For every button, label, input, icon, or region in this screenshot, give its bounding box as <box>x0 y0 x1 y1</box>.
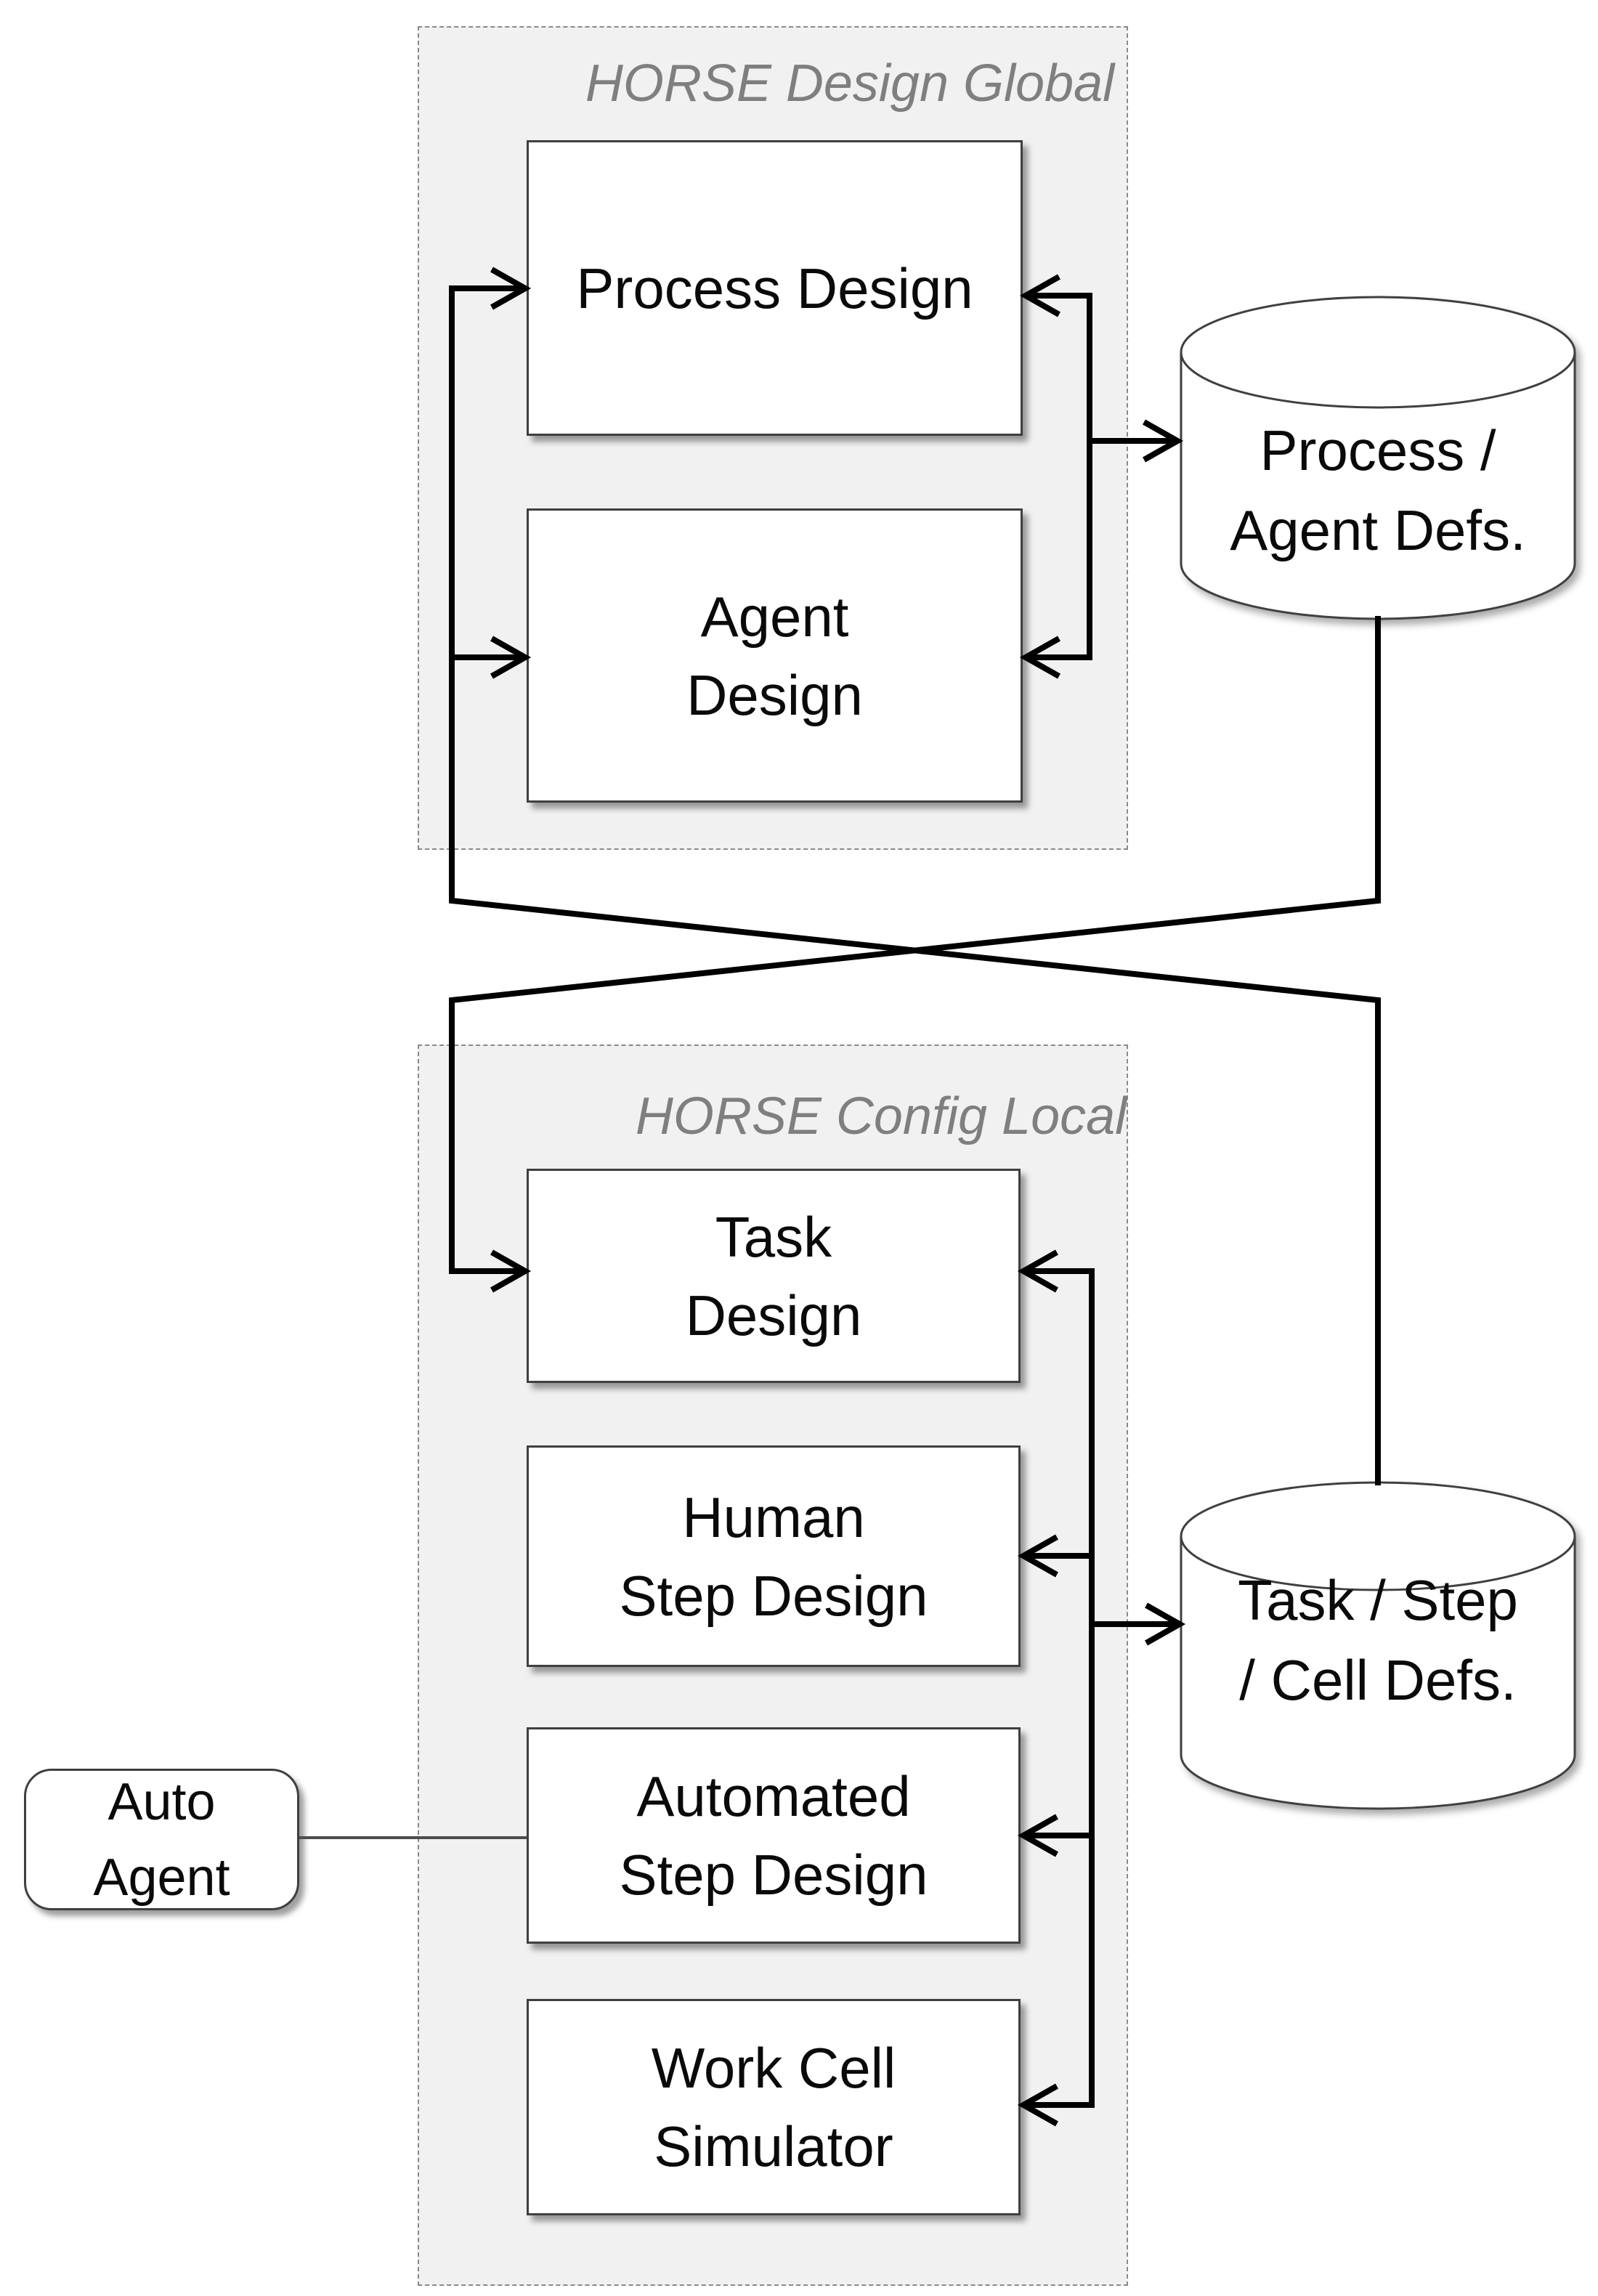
arrowhead-process-agent-defs-icon <box>1143 419 1184 463</box>
task-step-cell-defs-label: Task / Step / Cell Defs. <box>1238 1568 1518 1712</box>
task-design-label: Task Design <box>685 1204 862 1347</box>
human-step-design-label: Human Step Design <box>619 1485 928 1628</box>
auto-agent-box: Auto Agent <box>24 1769 299 1910</box>
human-step-design-box: Human Step Design <box>527 1445 1021 1667</box>
group-label-config-local: HORSE Config Local <box>635 1087 1127 1145</box>
work-cell-simulator-box: Work Cell Simulator <box>527 1999 1021 2215</box>
process-design-label: Process Design <box>576 256 973 320</box>
agent-design-label: Agent Design <box>686 584 863 727</box>
auto-agent-label: Auto Agent <box>93 1772 230 1907</box>
work-cell-simulator-label: Work Cell Simulator <box>651 2036 896 2178</box>
group-label-design-global: HORSE Design Global <box>585 54 1115 113</box>
process-design-box: Process Design <box>527 140 1023 436</box>
agent-design-box: Agent Design <box>527 508 1023 803</box>
automated-step-design-label: Automated Step Design <box>619 1764 928 1907</box>
automated-step-design-box: Automated Step Design <box>527 1727 1021 1944</box>
task-design-box: Task Design <box>527 1169 1021 1383</box>
arrowhead-task-step-cell-defs-icon <box>1145 1602 1186 1646</box>
process-agent-defs-label: Process / Agent Defs. <box>1230 418 1526 562</box>
